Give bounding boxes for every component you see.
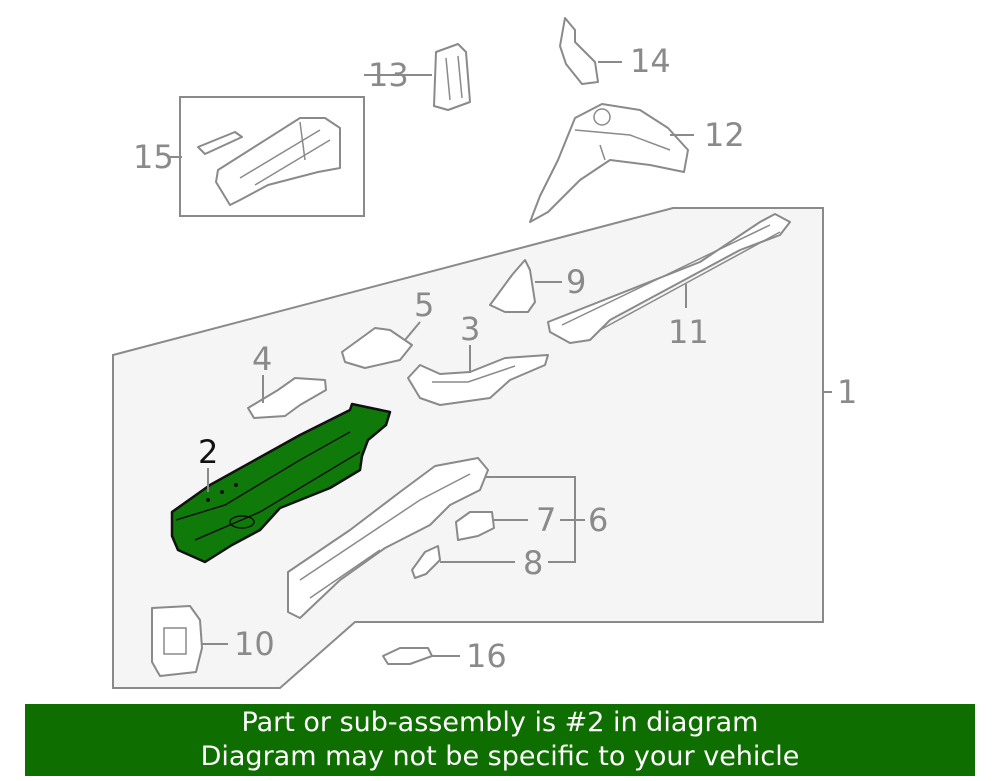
part-13[interactable] <box>433 43 471 111</box>
callout-14: 14 <box>630 42 671 80</box>
callout-7: 7 <box>536 501 556 539</box>
part-11[interactable] <box>547 213 791 344</box>
callout-2: 2 <box>198 433 218 471</box>
part-5[interactable] <box>341 327 413 369</box>
parts-diagram: 13 14 12 15 9 11 5 3 4 1 2 7 6 8 10 16 <box>112 17 857 689</box>
part-12[interactable] <box>529 103 689 223</box>
callout-9: 9 <box>566 263 586 301</box>
part-14[interactable] <box>559 17 599 85</box>
callout-labels: 13 14 12 15 9 11 5 3 4 1 2 7 6 8 10 16 <box>133 42 857 675</box>
part-6[interactable] <box>287 457 489 619</box>
part-9[interactable] <box>489 259 536 313</box>
part-16[interactable] <box>382 647 433 665</box>
part-3[interactable] <box>407 354 549 406</box>
callout-15: 15 <box>133 138 174 176</box>
callout-10: 10 <box>234 625 275 663</box>
callout-8: 8 <box>523 544 543 582</box>
part-8[interactable] <box>411 545 441 579</box>
part-7[interactable] <box>455 511 495 541</box>
callout-11: 11 <box>668 313 709 351</box>
callout-4: 4 <box>252 340 272 378</box>
callout-6: 6 <box>588 501 608 539</box>
part-2-highlighted[interactable] <box>170 402 392 564</box>
callout-12: 12 <box>704 116 745 154</box>
banner-line-2: Diagram may not be specific to your vehi… <box>200 741 800 772</box>
banner-line-1: Part or sub-assembly is #2 in diagram <box>241 707 759 738</box>
part-15[interactable] <box>197 117 341 206</box>
leader-lines <box>170 61 832 657</box>
callout-3: 3 <box>460 310 480 348</box>
callout-16: 16 <box>466 637 507 675</box>
assembly-panel-outline <box>112 207 824 689</box>
callout-1: 1 <box>837 373 857 411</box>
part-4[interactable] <box>247 377 327 419</box>
notice-banner: Part or sub-assembly is #2 in diagram Di… <box>25 704 975 776</box>
part-10[interactable] <box>151 605 203 677</box>
callout-13: 13 <box>368 56 409 94</box>
callout-5: 5 <box>414 286 434 324</box>
